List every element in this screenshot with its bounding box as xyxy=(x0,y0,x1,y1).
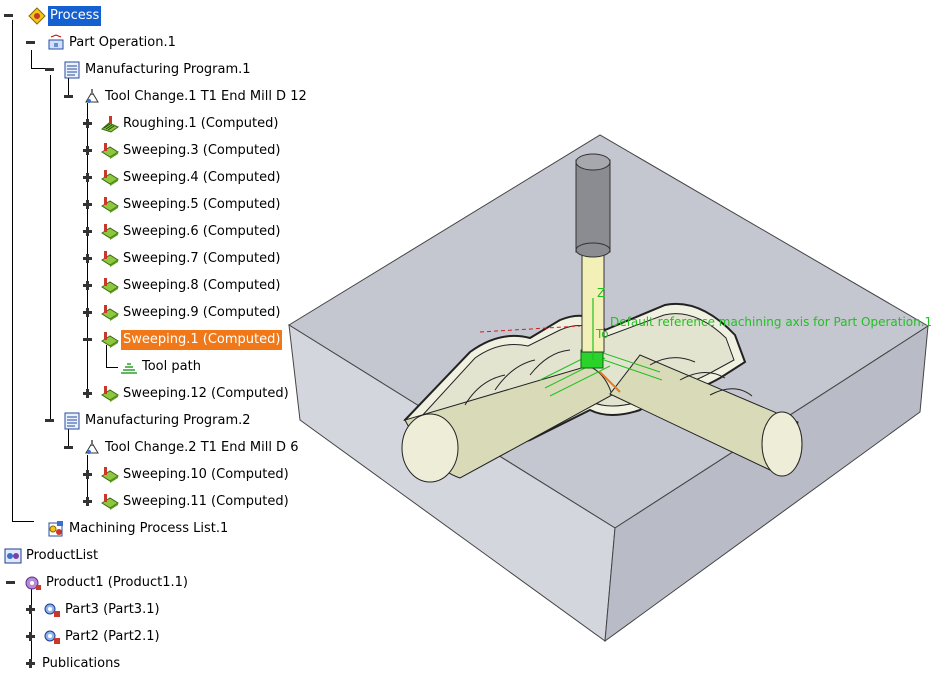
tree-connector xyxy=(31,587,32,665)
expand-icon[interactable] xyxy=(83,254,92,263)
tree-label: Tool Change.2 T1 End Mill D 6 xyxy=(105,440,299,455)
expand-icon[interactable] xyxy=(83,389,92,398)
tree-label: Manufacturing Program.1 xyxy=(85,62,251,77)
sweeping-icon xyxy=(101,197,119,213)
tree-label: Part2 (Part2.1) xyxy=(65,629,160,644)
tree-label: Sweeping.8 (Computed) xyxy=(123,278,281,293)
sweeping-icon xyxy=(101,332,119,348)
tree-label: Sweeping.11 (Computed) xyxy=(123,494,289,509)
expand-icon[interactable] xyxy=(83,308,92,317)
tree-connector xyxy=(87,103,88,395)
tree-connector xyxy=(12,521,34,522)
part-icon xyxy=(44,603,60,617)
specification-tree: Process Part Operation.1 Manufacturing P… xyxy=(0,0,320,675)
tool-change-icon xyxy=(85,440,99,454)
process-icon xyxy=(28,7,46,25)
sweeping-icon xyxy=(101,170,119,186)
tree-label: Publications xyxy=(42,656,121,671)
product-icon xyxy=(25,576,41,590)
sweeping-icon xyxy=(101,386,119,402)
expand-icon[interactable] xyxy=(26,659,35,668)
tree-label: Machining Process List.1 xyxy=(69,521,229,536)
sweeping-icon xyxy=(101,251,119,267)
tree-label: Part Operation.1 xyxy=(69,35,176,50)
tree-connector xyxy=(31,50,32,68)
tree-label: Sweeping.9 (Computed) xyxy=(123,305,281,320)
collapse-icon[interactable] xyxy=(83,335,92,344)
tree-connector xyxy=(106,345,107,367)
tool-path-icon xyxy=(121,363,137,374)
tree-connector xyxy=(31,68,51,69)
product-list-icon xyxy=(4,548,22,564)
expand-icon[interactable] xyxy=(83,281,92,290)
part-icon xyxy=(44,630,60,644)
collapse-icon[interactable] xyxy=(64,92,73,101)
machining-process-list-icon xyxy=(48,521,63,537)
tree-label: Sweeping.7 (Computed) xyxy=(123,251,281,266)
sweeping-icon xyxy=(101,224,119,240)
tool-path-display xyxy=(539,349,663,397)
expand-icon[interactable] xyxy=(26,632,35,641)
tree-label: Manufacturing Program.2 xyxy=(85,413,251,428)
sweeping-icon xyxy=(101,467,119,483)
tree-connector xyxy=(12,20,13,522)
tree-label: Sweeping.1 (Computed) xyxy=(121,330,283,350)
expand-icon[interactable] xyxy=(83,146,92,155)
tree-label: Product1 (Product1.1) xyxy=(46,575,188,590)
roughing-icon xyxy=(101,116,119,133)
tree-label: Sweeping.10 (Computed) xyxy=(123,467,289,482)
expand-icon[interactable] xyxy=(83,227,92,236)
expand-icon[interactable] xyxy=(83,200,92,209)
collapse-icon[interactable] xyxy=(45,65,54,74)
collapse-icon[interactable] xyxy=(4,11,13,20)
tree-connector xyxy=(68,428,69,448)
tree-label: Sweeping.4 (Computed) xyxy=(123,170,281,185)
tree-connector xyxy=(68,78,69,96)
tree-label: ProductList xyxy=(26,548,99,563)
machining-axis: Z To Default reference machining axis fo… xyxy=(479,286,932,393)
tree-label: Sweeping.5 (Computed) xyxy=(123,197,281,212)
expand-icon[interactable] xyxy=(83,470,92,479)
cutting-tool xyxy=(575,153,611,353)
sweeping-icon xyxy=(101,278,119,294)
manufacturing-program-icon xyxy=(64,412,80,430)
tree-label: Sweeping.3 (Computed) xyxy=(123,143,281,158)
tree-connector xyxy=(106,367,118,368)
collapse-icon[interactable] xyxy=(26,38,35,47)
sweeping-icon xyxy=(101,305,119,321)
collapse-icon[interactable] xyxy=(6,578,15,587)
expand-icon[interactable] xyxy=(26,605,35,614)
collapse-icon[interactable] xyxy=(45,416,54,425)
tree-label: Sweeping.12 (Computed) xyxy=(123,386,289,401)
tool-change-icon xyxy=(85,89,99,103)
machined-pocket xyxy=(401,302,803,483)
collapse-icon[interactable] xyxy=(64,443,73,452)
manufacturing-program-icon xyxy=(64,61,80,79)
tree-label: Tool Change.1 T1 End Mill D 12 xyxy=(105,89,307,104)
expand-icon[interactable] xyxy=(83,119,92,128)
3d-viewport[interactable]: Z To Default reference machining axis fo… xyxy=(280,120,938,675)
axis-z-label: Z xyxy=(597,286,605,300)
tree-label: Tool path xyxy=(142,359,201,374)
sweeping-icon xyxy=(101,494,119,510)
tree-label: Part3 (Part3.1) xyxy=(65,602,160,617)
tree-label: Sweeping.6 (Computed) xyxy=(123,224,281,239)
sweeping-icon xyxy=(101,143,119,159)
tree-connector xyxy=(50,75,51,421)
expand-icon[interactable] xyxy=(83,173,92,182)
axis-label: Default reference machining axis for Par… xyxy=(610,315,932,329)
tree-label: Process xyxy=(48,6,102,26)
tree-label: Roughing.1 (Computed) xyxy=(123,116,279,131)
tree-connector xyxy=(87,455,88,503)
expand-icon[interactable] xyxy=(83,497,92,506)
tool-label: To xyxy=(595,327,609,341)
part-operation-icon xyxy=(48,34,64,50)
